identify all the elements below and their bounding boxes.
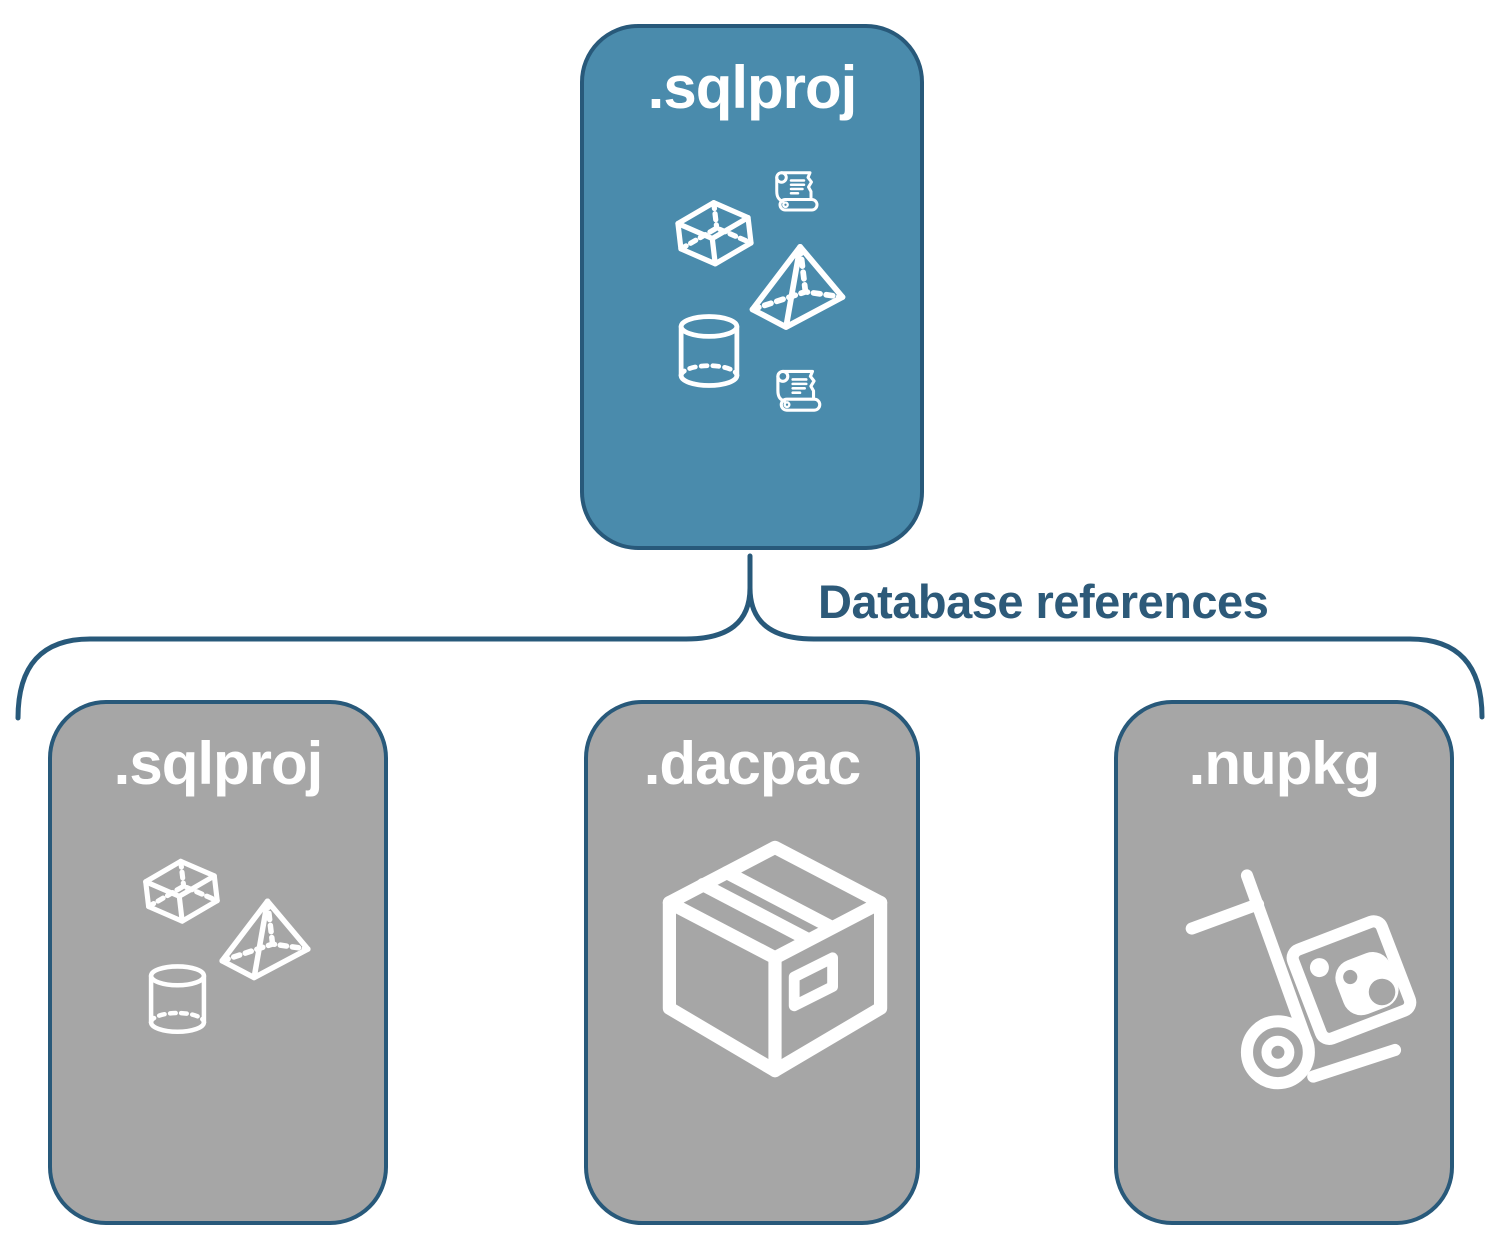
scroll-icon — [774, 367, 826, 420]
node-child-sqlproj: .sqlproj — [48, 700, 388, 1225]
connector-label: Database references — [818, 575, 1269, 628]
cylinder-icon — [676, 314, 742, 391]
node-title: .dacpac — [643, 730, 861, 797]
node-title: .nupkg — [1188, 730, 1381, 797]
package-icon — [655, 831, 895, 1087]
node-title: .sqlproj — [113, 730, 324, 797]
handtruck-icon — [1177, 849, 1423, 1092]
pyramid-icon — [749, 242, 846, 331]
cube-icon — [672, 194, 754, 271]
cube-icon — [139, 854, 221, 927]
node-root-sqlproj: .sqlproj — [580, 24, 924, 550]
scroll-icon — [772, 169, 824, 219]
node-title: .sqlproj — [647, 54, 858, 121]
node-child-nupkg: .nupkg — [1114, 700, 1454, 1225]
node-child-dacpac: .dacpac — [584, 700, 920, 1225]
cylinder-icon — [146, 964, 209, 1037]
pyramid-icon — [216, 897, 314, 981]
